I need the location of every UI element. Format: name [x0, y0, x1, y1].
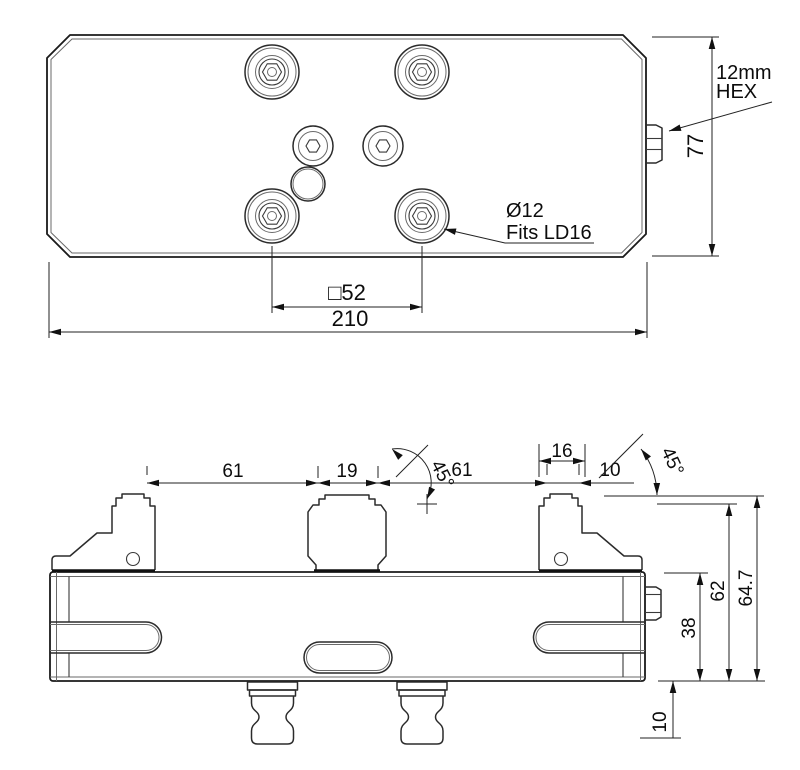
note-hex-line1: 12mm [716, 62, 772, 84]
slot-center [304, 642, 392, 673]
pull-stud-left [246, 681, 299, 745]
dim-overall-depth-text: 77 [683, 134, 708, 158]
jaw-center [308, 495, 386, 571]
bolt-large-tr [394, 44, 450, 100]
note-hex: 12mm HEX [668, 62, 772, 135]
hex-spindle-front [645, 587, 661, 620]
dim-row-top: 61 19 61 10 [147, 460, 634, 487]
dim-bolt-pattern: □52 [272, 246, 422, 313]
dim-overall-height-text: 64.7 [736, 570, 757, 607]
dim-overall-depth: 77 [652, 37, 719, 256]
dim-boss-width-text: 16 [551, 441, 572, 462]
dim-span-left-text: 61 [222, 461, 243, 482]
dim-bolt-pattern-text: □52 [328, 280, 366, 305]
plate-outline [47, 35, 646, 257]
slot-left [50, 622, 162, 653]
bolt-large-tl [244, 44, 300, 100]
jaw-left [52, 494, 155, 571]
note-hole-line1: Ø12 [506, 200, 544, 222]
plate-inner-edge [51, 39, 642, 253]
dim-edge-offset-text: 10 [599, 460, 620, 481]
dim-right-stack: 38 62 64.7 10 [604, 496, 765, 738]
dim-span-right-text: 61 [451, 460, 472, 481]
dim-jaw-top-height-text: 62 [708, 580, 729, 601]
front-view: 61 19 61 10 16 45° [50, 434, 765, 745]
note-hex-line2: HEX [716, 81, 757, 103]
dim-angle-right-text: 45° [656, 444, 687, 479]
dim-angle-right: 45° [599, 434, 688, 496]
slot-right [534, 622, 646, 653]
dim-angle-center: 45° [389, 445, 458, 514]
body [50, 572, 645, 681]
note-hole-line2: Fits LD16 [506, 222, 592, 244]
hex-spindle-top [646, 125, 662, 163]
bolt-large-bl [244, 188, 300, 244]
screw-medium-left [292, 125, 334, 167]
note-hole: Ø12 Fits LD16 [443, 200, 594, 244]
bolt-large-br [394, 188, 450, 244]
dim-body-height-text: 38 [679, 617, 700, 638]
screw-medium-right [362, 125, 404, 167]
dim-overall-width-text: 210 [332, 306, 369, 331]
dim-center-width-text: 19 [336, 461, 357, 482]
top-view: □52 210 77 12mm HEX [47, 35, 772, 338]
jaw-right [539, 494, 642, 571]
plain-hole [291, 167, 325, 201]
dim-stud-height-text: 10 [650, 711, 671, 732]
dim-overall-width: 210 [49, 262, 647, 338]
dim-boss-width: 16 [539, 441, 585, 477]
pull-stud-right [396, 681, 448, 745]
